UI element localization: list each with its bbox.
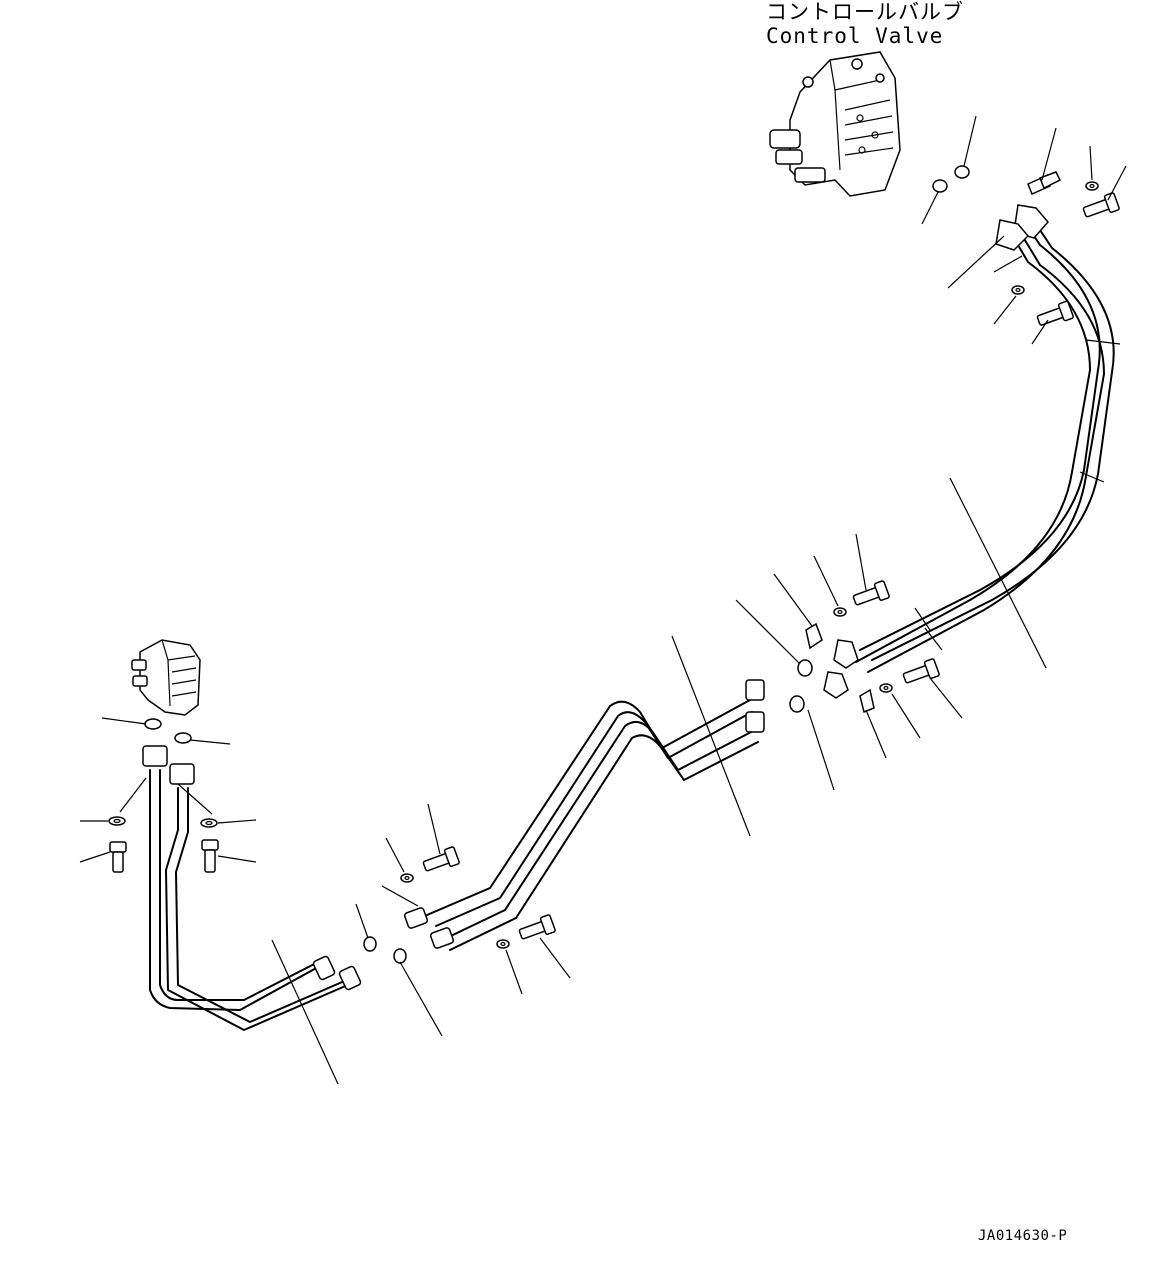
drawing-number: JA014630-P: [978, 1228, 1068, 1244]
control-valve-title-jp: コントロールバルブ: [766, 0, 964, 24]
split-flange-icon: [806, 172, 1060, 712]
control-valve-icon: [770, 52, 900, 196]
leader-lines: [80, 116, 1126, 1084]
washer-icon: [109, 182, 1098, 948]
control-valve-title-en: Control Valve: [766, 24, 944, 48]
hydraulic-tube-icon-center: [404, 680, 764, 950]
o-ring-icon: [145, 166, 969, 963]
bolt-icon: [110, 192, 1120, 943]
hydraulic-tube-icon: [824, 205, 1120, 698]
valve-assembly-icon: [132, 640, 200, 715]
hydraulic-tube-icon-left: [143, 746, 361, 1030]
